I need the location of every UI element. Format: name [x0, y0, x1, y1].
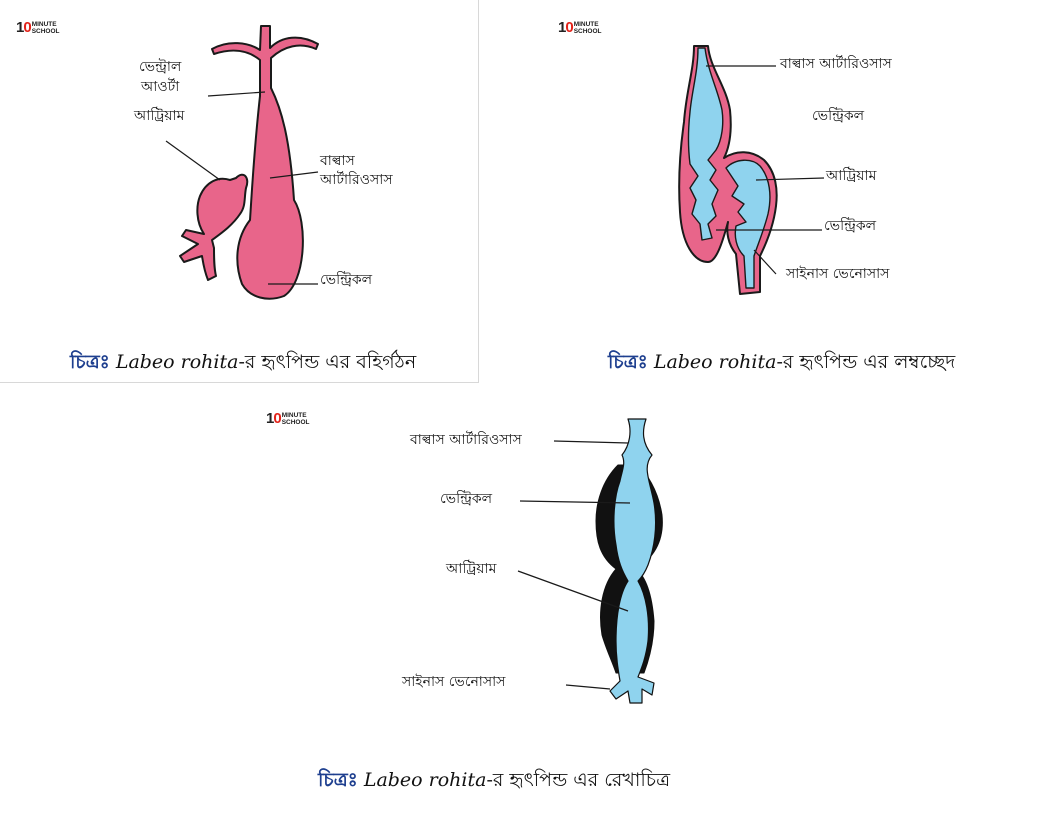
label-sinus-venosus: সাইনাস ভেনোসাস: [402, 674, 506, 690]
label-ventricle: ভেন্ট্রিকল: [824, 218, 877, 234]
heart-external-shape: [179, 25, 319, 300]
caption-external-structure: চিত্রঃ Labeo rohita-র হৃৎপিন্ড এর বহির্গ…: [70, 351, 417, 373]
label-atrium: আট্রিয়াম: [826, 168, 877, 184]
panel2-leader-lines: [706, 65, 825, 275]
label-atrium: আট্রিয়াম: [446, 561, 497, 577]
label-bulbus-arteriosus: বাল্বাস আর্টারিওসাস: [320, 153, 393, 188]
panel3-leader-lines: [517, 440, 631, 690]
heart-section-diagram: [678, 45, 825, 295]
label-sinus-venosus: সাইনাস ভেনোসাস: [786, 266, 890, 282]
heart-line-diagram: [517, 418, 663, 704]
label-ventricle: ভেন্ট্রিকল: [440, 491, 493, 507]
heart-line-lumen: [609, 418, 657, 704]
label-ventricle-top: ভেন্ট্রিকল: [812, 108, 865, 124]
panel1-leader-lines: [165, 91, 319, 285]
caption-longitudinal-section: চিত্রঃ Labeo rohita-র হৃৎপিন্ড এর লম্বচ্…: [608, 351, 956, 373]
label-bulbus-arteriosus: বাল্বাস আর্টারিওসাস: [780, 56, 892, 72]
label-atrium: আট্রিয়াম: [134, 108, 185, 124]
label-bulbus-arteriosus: বাল্বাস আর্টারিওসাস: [410, 432, 522, 448]
caption-line-diagram: চিত্রঃ Labeo rohita-র হৃৎপিন্ড এর রেখাচি…: [318, 769, 671, 791]
heart-external-diagram: [165, 25, 319, 300]
label-ventral-aorta: ভেন্ট্রাল আওর্টা: [139, 59, 182, 95]
label-ventricle: ভেন্ট্রিকল: [320, 272, 373, 288]
